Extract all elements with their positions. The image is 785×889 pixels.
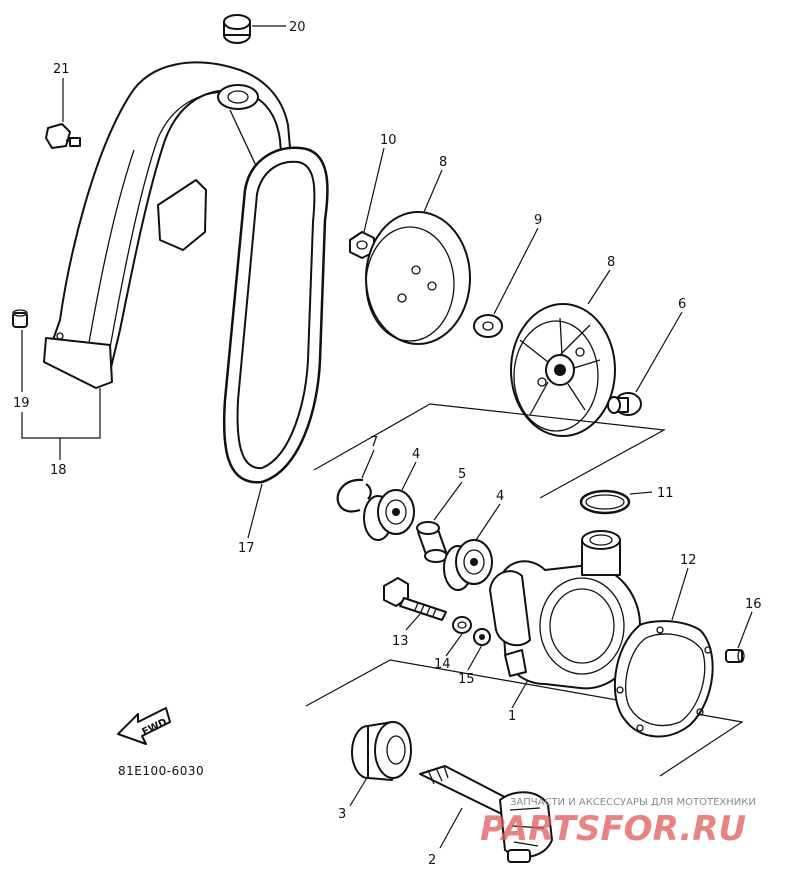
label-10: 10 xyxy=(380,133,397,148)
label-17: 17 xyxy=(238,541,255,556)
label-20: 20 xyxy=(289,20,306,35)
callout-labels: 20 21 10 8 9 8 6 19 18 7 4 5 4 11 17 12 … xyxy=(13,20,762,868)
group-box-lower xyxy=(305,659,744,777)
diagram-code: 81E100-6030 xyxy=(118,764,204,778)
label-11: 11 xyxy=(657,486,674,501)
label-1: 1 xyxy=(508,709,516,724)
label-4-left: 4 xyxy=(412,447,420,462)
spacer-5 xyxy=(416,521,448,563)
bearing-4-left xyxy=(363,489,415,541)
group-box-upper xyxy=(313,403,666,499)
v-belt-17 xyxy=(222,146,329,484)
label-2: 2 xyxy=(428,853,436,868)
forward-arrow: FWD xyxy=(117,707,171,745)
dowel-16 xyxy=(725,649,745,663)
nut-15 xyxy=(473,628,491,646)
o-ring-11 xyxy=(579,489,631,515)
label-15: 15 xyxy=(458,672,475,687)
spacer-9 xyxy=(473,314,503,338)
label-3: 3 xyxy=(338,807,346,822)
label-14: 14 xyxy=(434,657,451,672)
leader-lines xyxy=(21,25,753,849)
label-8-upper: 8 xyxy=(439,155,447,170)
grommet-20 xyxy=(223,14,251,44)
label-19: 19 xyxy=(13,396,30,411)
label-18: 18 xyxy=(50,463,67,478)
label-7: 7 xyxy=(370,435,378,450)
gasket-12 xyxy=(613,620,714,738)
collar-19 xyxy=(12,309,28,328)
collar-6 xyxy=(607,392,642,416)
oil-seal-3 xyxy=(351,721,412,781)
impeller-shaft-2 xyxy=(419,765,553,863)
pump-housing-1 xyxy=(489,530,641,690)
label-21: 21 xyxy=(53,62,70,77)
circlip-7 xyxy=(336,478,372,513)
label-5: 5 xyxy=(458,467,466,482)
watermark-tagline: ЗАПЧАСТИ И АКСЕССУАРЫ ДЛЯ МОТОТЕХНИКИ xyxy=(510,797,756,808)
watermark-logo: PARTSFOR.RU xyxy=(480,809,746,849)
washer-14 xyxy=(452,616,472,634)
bolt-21 xyxy=(45,123,81,149)
label-8-lower: 8 xyxy=(607,255,615,270)
bolt-13 xyxy=(383,577,447,621)
watermark: ЗАПЧАСТИ И АКСЕССУАРЫ ДЛЯ МОТОТЕХНИКИ PA… xyxy=(480,797,756,849)
label-12: 12 xyxy=(680,553,697,568)
label-13: 13 xyxy=(392,634,409,649)
pulley-inner-8 xyxy=(510,303,616,437)
pulley-outer-8 xyxy=(365,211,471,345)
label-9: 9 xyxy=(534,213,542,228)
bearing-4-right xyxy=(443,539,493,591)
label-6: 6 xyxy=(678,297,686,312)
label-16: 16 xyxy=(745,597,762,612)
label-4-right: 4 xyxy=(496,489,504,504)
